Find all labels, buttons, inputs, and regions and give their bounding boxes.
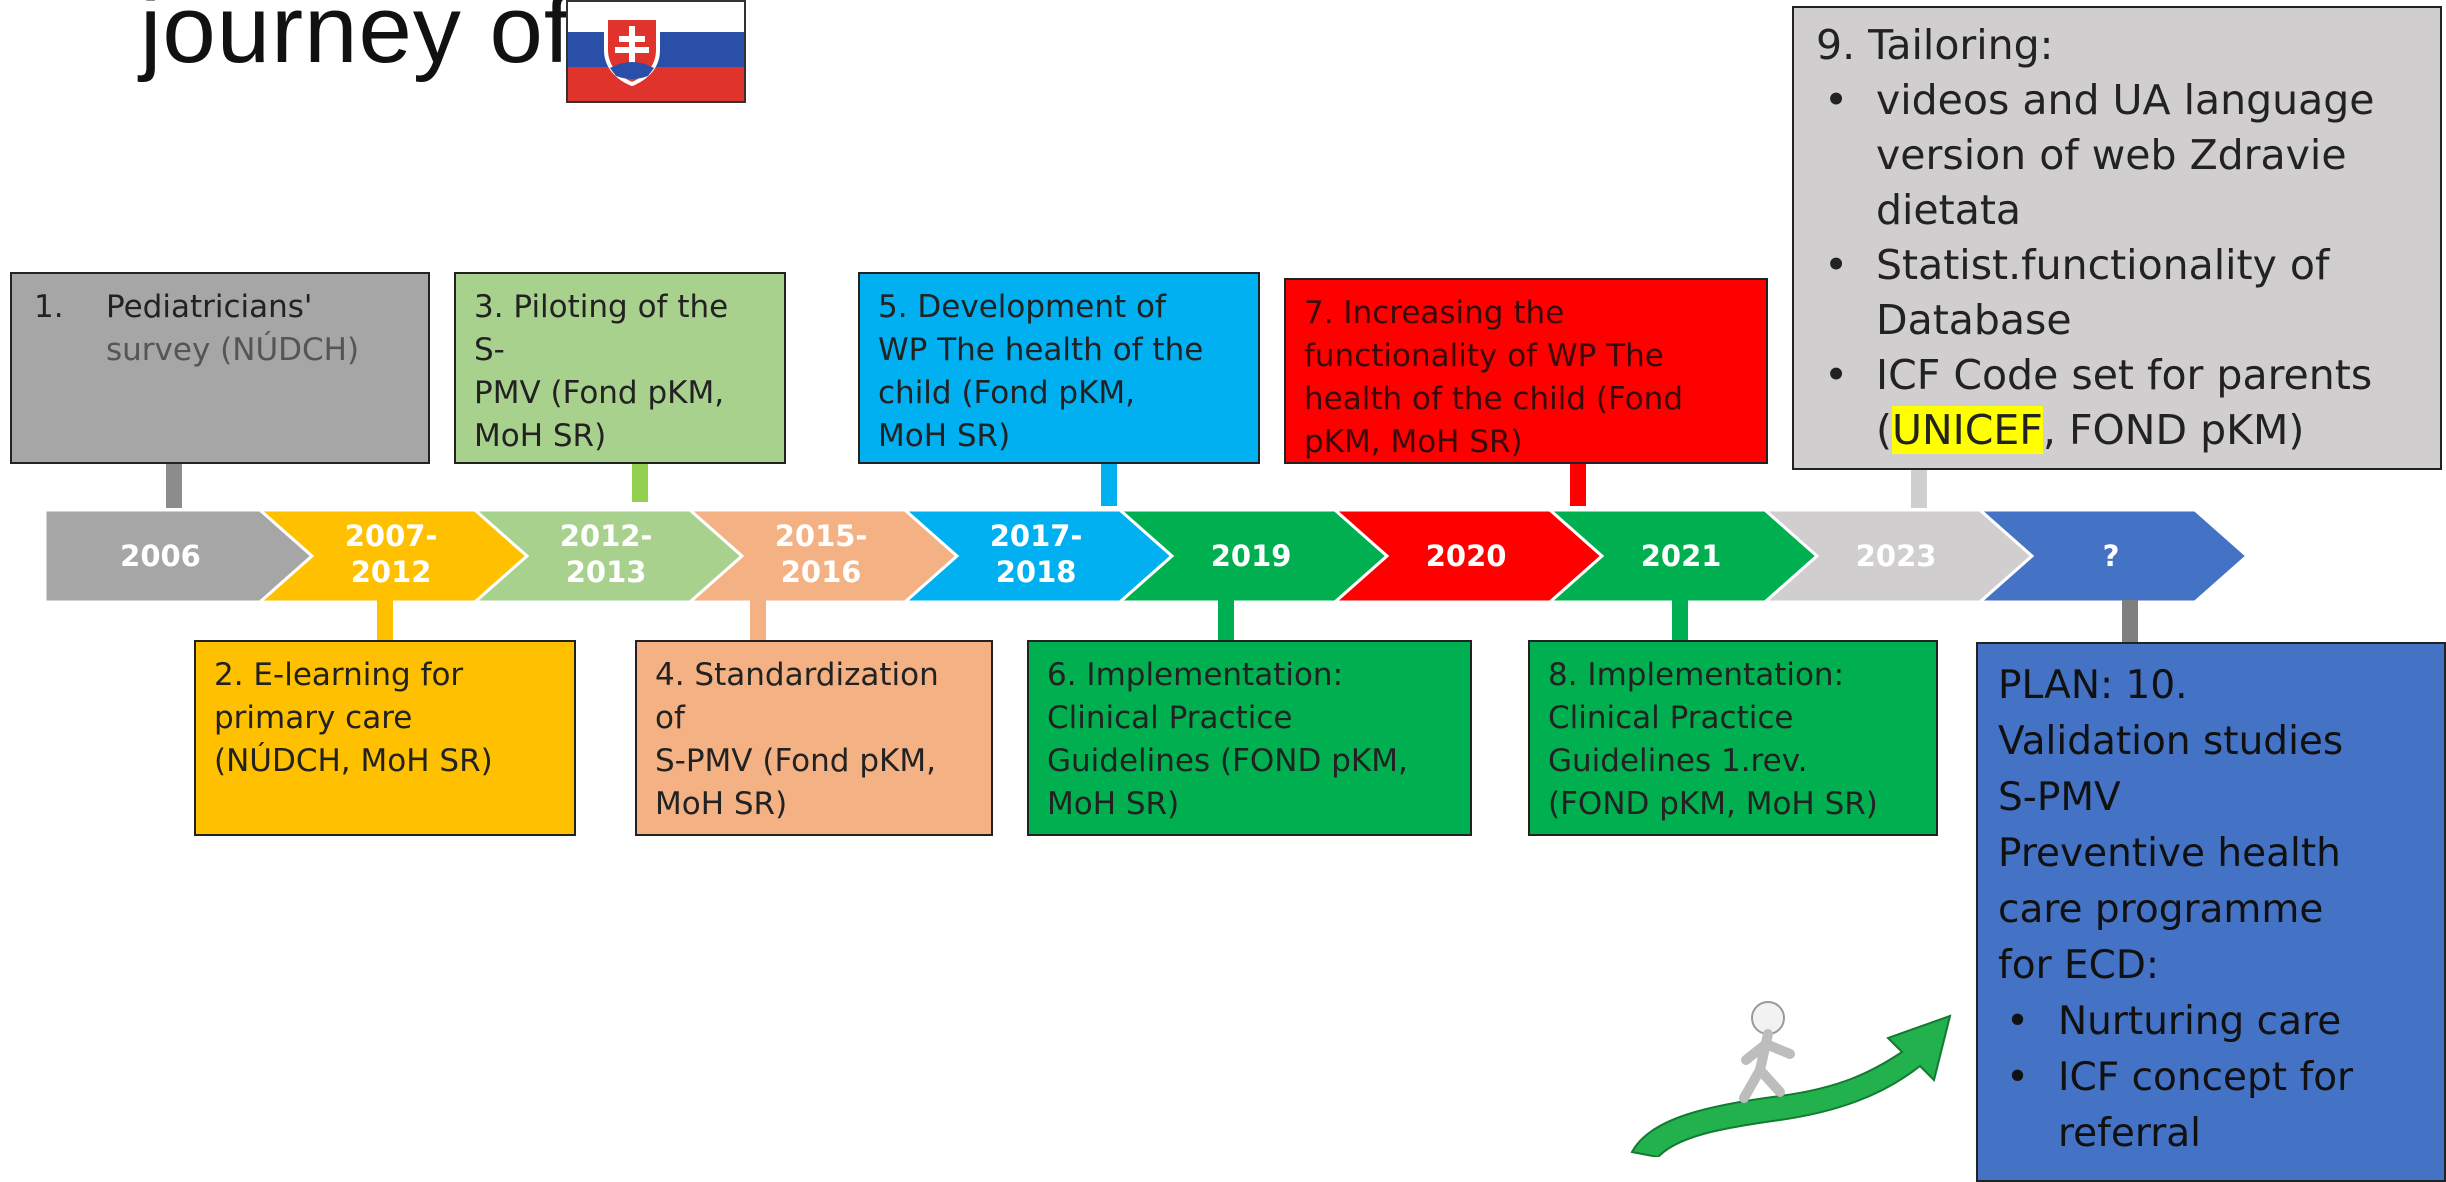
milestone-4-text: 4. Standardization of S-PMV (Fond pKM, M… [655,657,939,822]
milestone-3-text: 3. Piloting of the S- PMV (Fond pKM, MoH… [474,289,729,454]
connector-7 [1570,458,1586,506]
milestone-1-line1: Pediatricians' [106,289,313,325]
connector-3 [632,458,648,502]
timeline-label-1: 2006 [120,539,201,573]
timeline-label-8: 2021 [1641,539,1722,573]
connector-4 [750,600,766,642]
milestone-9-bullet-3: ICF Code set for parents (UNICEF, FOND p… [1816,348,2418,458]
timeline-label-10: ? [2103,539,2120,573]
milestone-7-text: 7. Increasing the functionality of WP Th… [1304,295,1684,460]
timeline-label-4-line2: 2016 [781,555,862,589]
milestone-8-box: 8. Implementation: Clinical Practice Gui… [1528,640,1938,836]
milestone-9-bullet-2: Statist.functionality of Database [1816,238,2418,348]
timeline-label-5-line2: 2018 [996,555,1077,589]
milestone-10-plan-box: PLAN: 10. Validation studies S-PMV Preve… [1976,642,2446,1182]
timeline-label-2-line1: 2007- [345,519,438,553]
milestone-9-list: videos and UA language version of web Zd… [1816,73,2418,458]
timeline-label-7: 2020 [1426,539,1507,573]
timeline-label-4-line1: 2015- [775,519,868,553]
milestone-2-text: 2. E-learning for primary care (NÚDCH, M… [214,657,493,779]
milestone-5-box: 5. Development of WP The health of the c… [858,272,1260,464]
milestone-6-box: 6. Implementation: Clinical Practice Gui… [1027,640,1472,836]
milestone-5-text: 5. Development of WP The health of the c… [878,289,1204,454]
timeline-label-9: 2023 [1856,539,1937,573]
milestone-1-number: 1. [34,289,64,325]
timeline-arrow: 2006 2007-2012 2012-2013 2015-2016 2017-2018… [45,458,2250,644]
timeline-label-2-line2: 2012 [351,555,432,589]
milestone-10-text: PLAN: 10. Validation studies S-PMV Preve… [1998,663,2344,988]
connector-2 [377,600,393,642]
milestone-9-box: 9. Tailoring: videos and UA language ver… [1792,6,2442,470]
connector-6 [1218,600,1234,642]
timeline-segment-10 [1976,508,2250,604]
milestone-1-box: 1. Pediatricians' survey (NÚDCH) [10,272,430,464]
connector-5 [1101,458,1117,506]
page-title: journey of [140,0,572,83]
slovakia-flag-icon [566,0,746,103]
unicef-highlight: UNICEF [1892,406,2043,454]
connector-8 [1672,600,1688,642]
growth-arrow-icon [1630,1001,1952,1157]
milestone-10-bullet-2: ICF concept for referral [1998,1050,2424,1162]
runner-figure-icon [1739,1001,1795,1103]
milestone-10-list: Nurturing care ICF concept for referral [1998,994,2424,1162]
timeline-label-6: 2019 [1211,539,1292,573]
connector-10 [2122,600,2138,644]
timeline-label-3-line2: 2013 [566,555,647,589]
timeline-label-5-line1: 2017- [990,519,1083,553]
connector-9 [1911,464,1927,508]
timeline-label-3-line1: 2012- [560,519,653,553]
milestone-9-bullet-1: videos and UA language version of web Zd… [1816,73,2418,238]
milestone-1-line2: survey (NÚDCH) [106,332,360,368]
milestone-4-box: 4. Standardization of S-PMV (Fond pKM, M… [635,640,993,836]
milestone-6-text: 6. Implementation: Clinical Practice Gui… [1047,657,1408,822]
milestone-9-heading: 9. Tailoring: [1816,21,2054,69]
milestone-10-bullet-1: Nurturing care [1998,994,2424,1050]
milestone-2-box: 2. E-learning for primary care (NÚDCH, M… [194,640,576,836]
milestone-3-box: 3. Piloting of the S- PMV (Fond pKM, MoH… [454,272,786,464]
milestone-7-box: 7. Increasing the functionality of WP Th… [1284,278,1768,464]
connector-1 [166,464,182,508]
milestone-8-text: 8. Implementation: Clinical Practice Gui… [1548,657,1878,822]
